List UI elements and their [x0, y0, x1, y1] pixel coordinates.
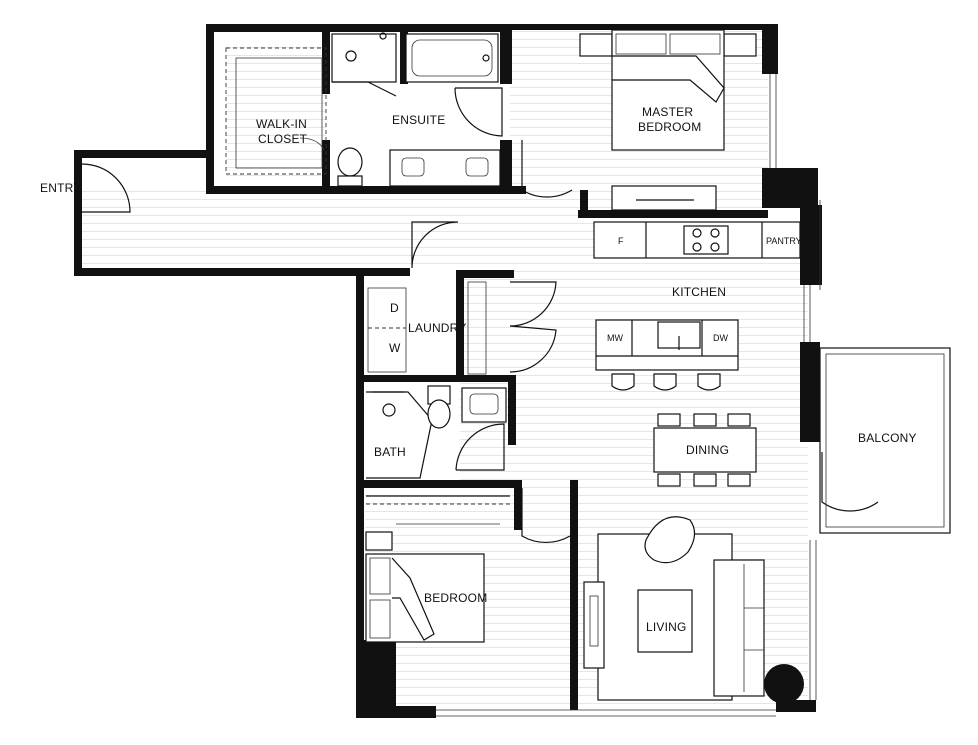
label-dishwasher: DW [713, 333, 728, 343]
laundry-units [367, 281, 487, 375]
label-bath: BATH [374, 445, 406, 459]
label-dryer: D [390, 301, 399, 315]
doors [81, 87, 879, 543]
label-dining: DINING [686, 443, 729, 457]
bedroom-furniture [365, 495, 510, 643]
windows [436, 74, 821, 717]
label-bedroom: BEDROOM [424, 591, 487, 605]
ensuite-fixtures [331, 32, 501, 187]
dining-table [653, 413, 757, 487]
label-closet: CLOSET [258, 132, 308, 146]
master-bedroom-furniture [579, 29, 757, 211]
label-master-bedroom: BEDROOM [638, 120, 701, 134]
label-ensuite: ENSUITE [392, 113, 445, 127]
living-furniture [583, 516, 804, 704]
bath-fixtures [366, 385, 507, 479]
kitchen-island [595, 319, 739, 391]
label-balcony: BALCONY [858, 431, 917, 445]
kitchen-counter [593, 221, 801, 259]
walls [74, 24, 822, 718]
label-master: MASTER [642, 105, 693, 119]
label-laundry: LAUNDRY [408, 321, 467, 335]
balcony [819, 347, 951, 534]
label-fridge: F [618, 236, 624, 246]
label-kitchen: KITCHEN [672, 285, 726, 299]
label-living: LIVING [646, 620, 687, 634]
label-entry: ENTRY [40, 181, 81, 195]
label-washer: W [389, 341, 401, 355]
room-labels: ENTRY WALK-IN CLOSET ENSUITE MASTER BEDR… [40, 105, 917, 634]
walk-in-closet-shelves [225, 47, 327, 175]
label-pantry: PANTRY [766, 236, 802, 246]
label-microwave: MW [607, 333, 623, 343]
appliance-labels: F PANTRY D W MW DW [389, 236, 802, 355]
label-walk-in: WALK-IN [256, 117, 307, 131]
